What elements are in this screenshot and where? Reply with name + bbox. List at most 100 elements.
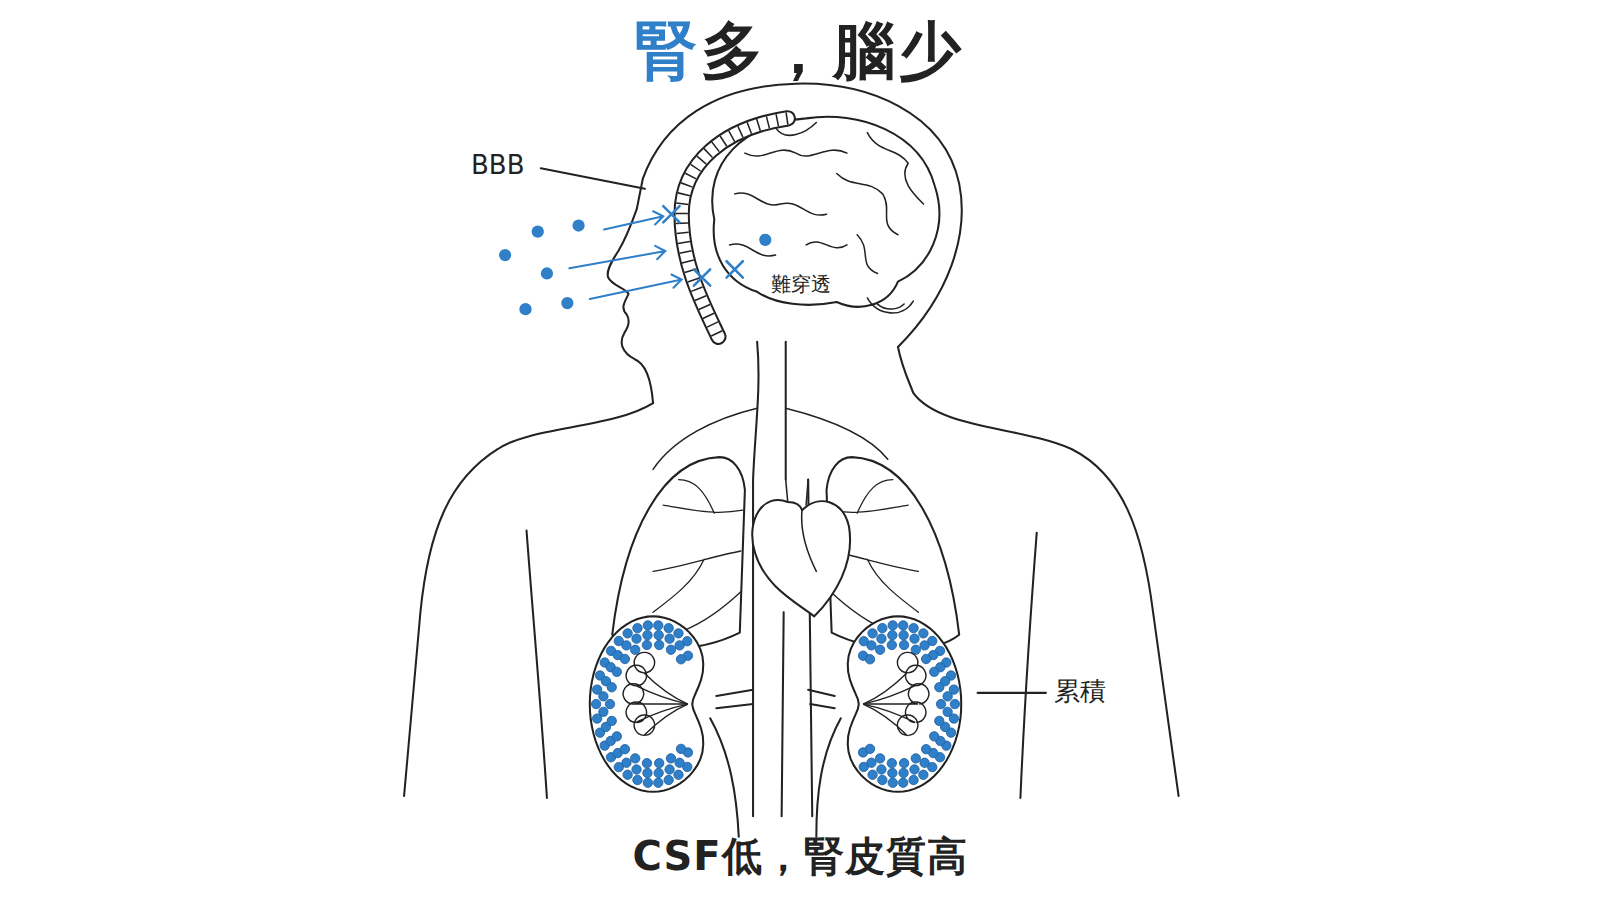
kidney-particle xyxy=(888,778,897,787)
kidney-particle xyxy=(599,692,608,701)
kidney-particle xyxy=(605,699,614,708)
neck-lines xyxy=(653,408,888,469)
block-cross xyxy=(663,206,679,222)
kidney-particle xyxy=(676,744,685,753)
kidney-particle xyxy=(929,732,938,741)
kidney-particle xyxy=(910,765,919,774)
blocked-arrow xyxy=(590,274,682,298)
kidney-particle xyxy=(887,758,896,767)
drug-particle xyxy=(499,249,511,261)
kidney-particle xyxy=(887,640,896,649)
block-cross xyxy=(694,269,710,285)
kidney-particle xyxy=(643,621,652,630)
kidney-particle xyxy=(654,631,663,640)
kidney-particle xyxy=(599,707,608,716)
kidney-calyx xyxy=(863,704,918,735)
left-arm-inner xyxy=(527,531,547,798)
drug-particle xyxy=(532,226,544,238)
kidney-particle xyxy=(920,758,929,767)
drug-particle xyxy=(519,303,531,315)
accumulate-label: 累積 xyxy=(1054,676,1106,707)
kidney-calyx xyxy=(634,652,688,704)
kidney-particle xyxy=(929,667,938,676)
kidney-particle xyxy=(878,623,887,632)
kidney-particle xyxy=(888,631,897,640)
kidney-particle xyxy=(865,655,874,664)
brain-particle xyxy=(759,234,771,246)
kidney-outline xyxy=(590,616,703,792)
kidney-particle xyxy=(654,758,663,767)
kidney-particle xyxy=(875,754,884,763)
right-arm-inner xyxy=(1020,533,1036,798)
kidney-particle xyxy=(675,641,684,650)
kidney-particle xyxy=(674,629,683,638)
kidney-particle xyxy=(665,765,674,774)
kidney-particle xyxy=(921,654,930,663)
kidney-particle xyxy=(632,765,641,774)
caption: CSF低，腎皮質高 xyxy=(632,832,967,880)
ureters xyxy=(710,718,841,836)
kidney-particle xyxy=(898,621,907,630)
kidney-particle xyxy=(950,699,959,708)
drug-particle xyxy=(561,297,573,309)
kidney-particle xyxy=(620,654,629,663)
kidney-particle xyxy=(875,645,884,654)
blocked-arrow xyxy=(569,246,665,268)
bbb-leader xyxy=(541,168,645,188)
kidney-particle xyxy=(607,683,616,692)
kidney-particle xyxy=(631,754,640,763)
cerebellum xyxy=(867,298,913,313)
accumulate-leader xyxy=(978,692,1046,694)
brain xyxy=(712,117,939,307)
kidney-particle xyxy=(867,758,876,767)
kidney-particle xyxy=(643,778,652,787)
kidney-particle xyxy=(607,716,616,725)
kidney-particle xyxy=(899,631,908,640)
kidney-particle xyxy=(612,667,621,676)
kidney-particle xyxy=(665,634,674,643)
kidney-particle xyxy=(632,634,641,643)
kidney-particle xyxy=(899,768,908,777)
kidney-particle xyxy=(878,775,887,784)
bbb-label: BBB xyxy=(471,150,525,181)
block-cross xyxy=(727,261,743,277)
kidney-particle xyxy=(643,631,652,640)
kidney-particle xyxy=(910,634,919,643)
kidney-particle xyxy=(591,699,600,708)
bbb-band-inner xyxy=(682,118,788,336)
kidney-particle xyxy=(909,775,918,784)
kidney-particle xyxy=(909,623,918,632)
kidney-particle xyxy=(633,623,642,632)
blocked-arrow xyxy=(604,211,663,229)
kidney-particle xyxy=(642,758,651,767)
drug-particle xyxy=(541,267,553,279)
kidney-particle xyxy=(654,778,663,787)
bbb-band-hatch xyxy=(682,118,788,336)
kidney-particle xyxy=(666,645,675,654)
kidney-particle xyxy=(911,754,920,763)
kidney-particle xyxy=(620,744,629,753)
kidney-calyx xyxy=(626,702,688,722)
left-shoulder xyxy=(404,403,653,796)
brain-gyri xyxy=(730,122,924,273)
kidney-particle xyxy=(888,621,897,630)
kidney-particle xyxy=(943,692,952,701)
barrier-note: 難穿透 xyxy=(768,272,834,296)
kidney-particle xyxy=(936,699,945,708)
kidney-particle xyxy=(921,744,930,753)
kidney-particle xyxy=(664,623,673,632)
head-outline xyxy=(608,84,962,403)
kidney-particle xyxy=(888,768,897,777)
kidney-calyx xyxy=(863,665,926,704)
kidney-particle xyxy=(877,765,886,774)
kidney-particle xyxy=(919,770,928,779)
kidney-particle xyxy=(865,744,874,753)
title: 腎多，腦少 xyxy=(635,14,965,88)
kidney-particle xyxy=(654,640,663,649)
kidney-particle xyxy=(622,641,631,650)
kidney-particle xyxy=(643,768,652,777)
kidney-particle xyxy=(898,778,907,787)
kidney-particle xyxy=(867,641,876,650)
kidney-particle xyxy=(676,655,685,664)
heart-vessels xyxy=(786,480,817,572)
